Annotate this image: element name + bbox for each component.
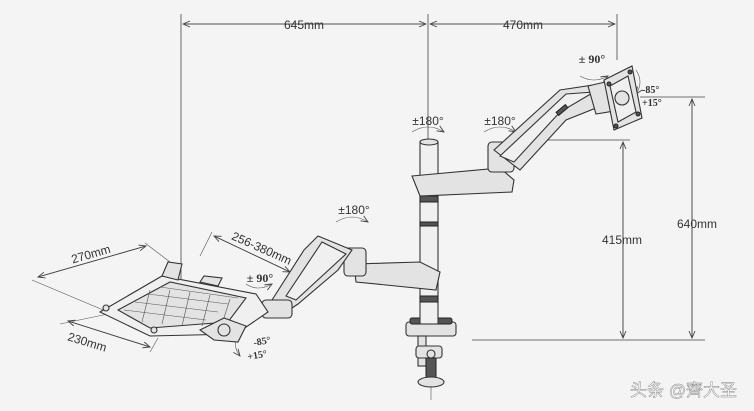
monitor-vesa-plate	[603, 65, 643, 131]
main-pole	[419, 138, 439, 325]
watermark: 头条 @齊大圣	[630, 381, 737, 400]
label-height-total: 640mm	[677, 217, 717, 231]
monitor-arm	[411, 79, 621, 197]
label-tray-width: 270mm	[70, 242, 112, 266]
rotation-arcs	[235, 69, 640, 356]
label-height-pole: 415mm	[602, 233, 642, 247]
desk-clamp	[405, 317, 457, 400]
angle-labels: ±180° ±180° ±180° ± 90° ± 90° -85° +15° …	[247, 52, 662, 363]
label-tray-arm-rotation: ±180°	[338, 203, 370, 217]
tray-arm	[261, 235, 441, 319]
label-width-total: 645mm	[284, 18, 324, 32]
label-monitor-tilt-down: -85°	[642, 85, 659, 96]
label-tray-tilt-down: -85°	[253, 335, 272, 349]
label-pole-rotation: ±180°	[412, 114, 444, 128]
label-tray-swivel: ± 90°	[247, 271, 274, 285]
label-tray-tilt-up: +15°	[247, 349, 268, 363]
label-monitor-arm-rotation: ±180°	[484, 114, 516, 128]
laptop-tray	[98, 261, 269, 343]
label-tray-depth: 230mm	[66, 330, 108, 355]
label-width-monitor: 470mm	[503, 18, 543, 32]
dimension-lines	[31, 14, 705, 353]
label-monitor-tilt-up: +15°	[642, 98, 662, 109]
label-monitor-swivel: ± 90°	[579, 52, 606, 66]
